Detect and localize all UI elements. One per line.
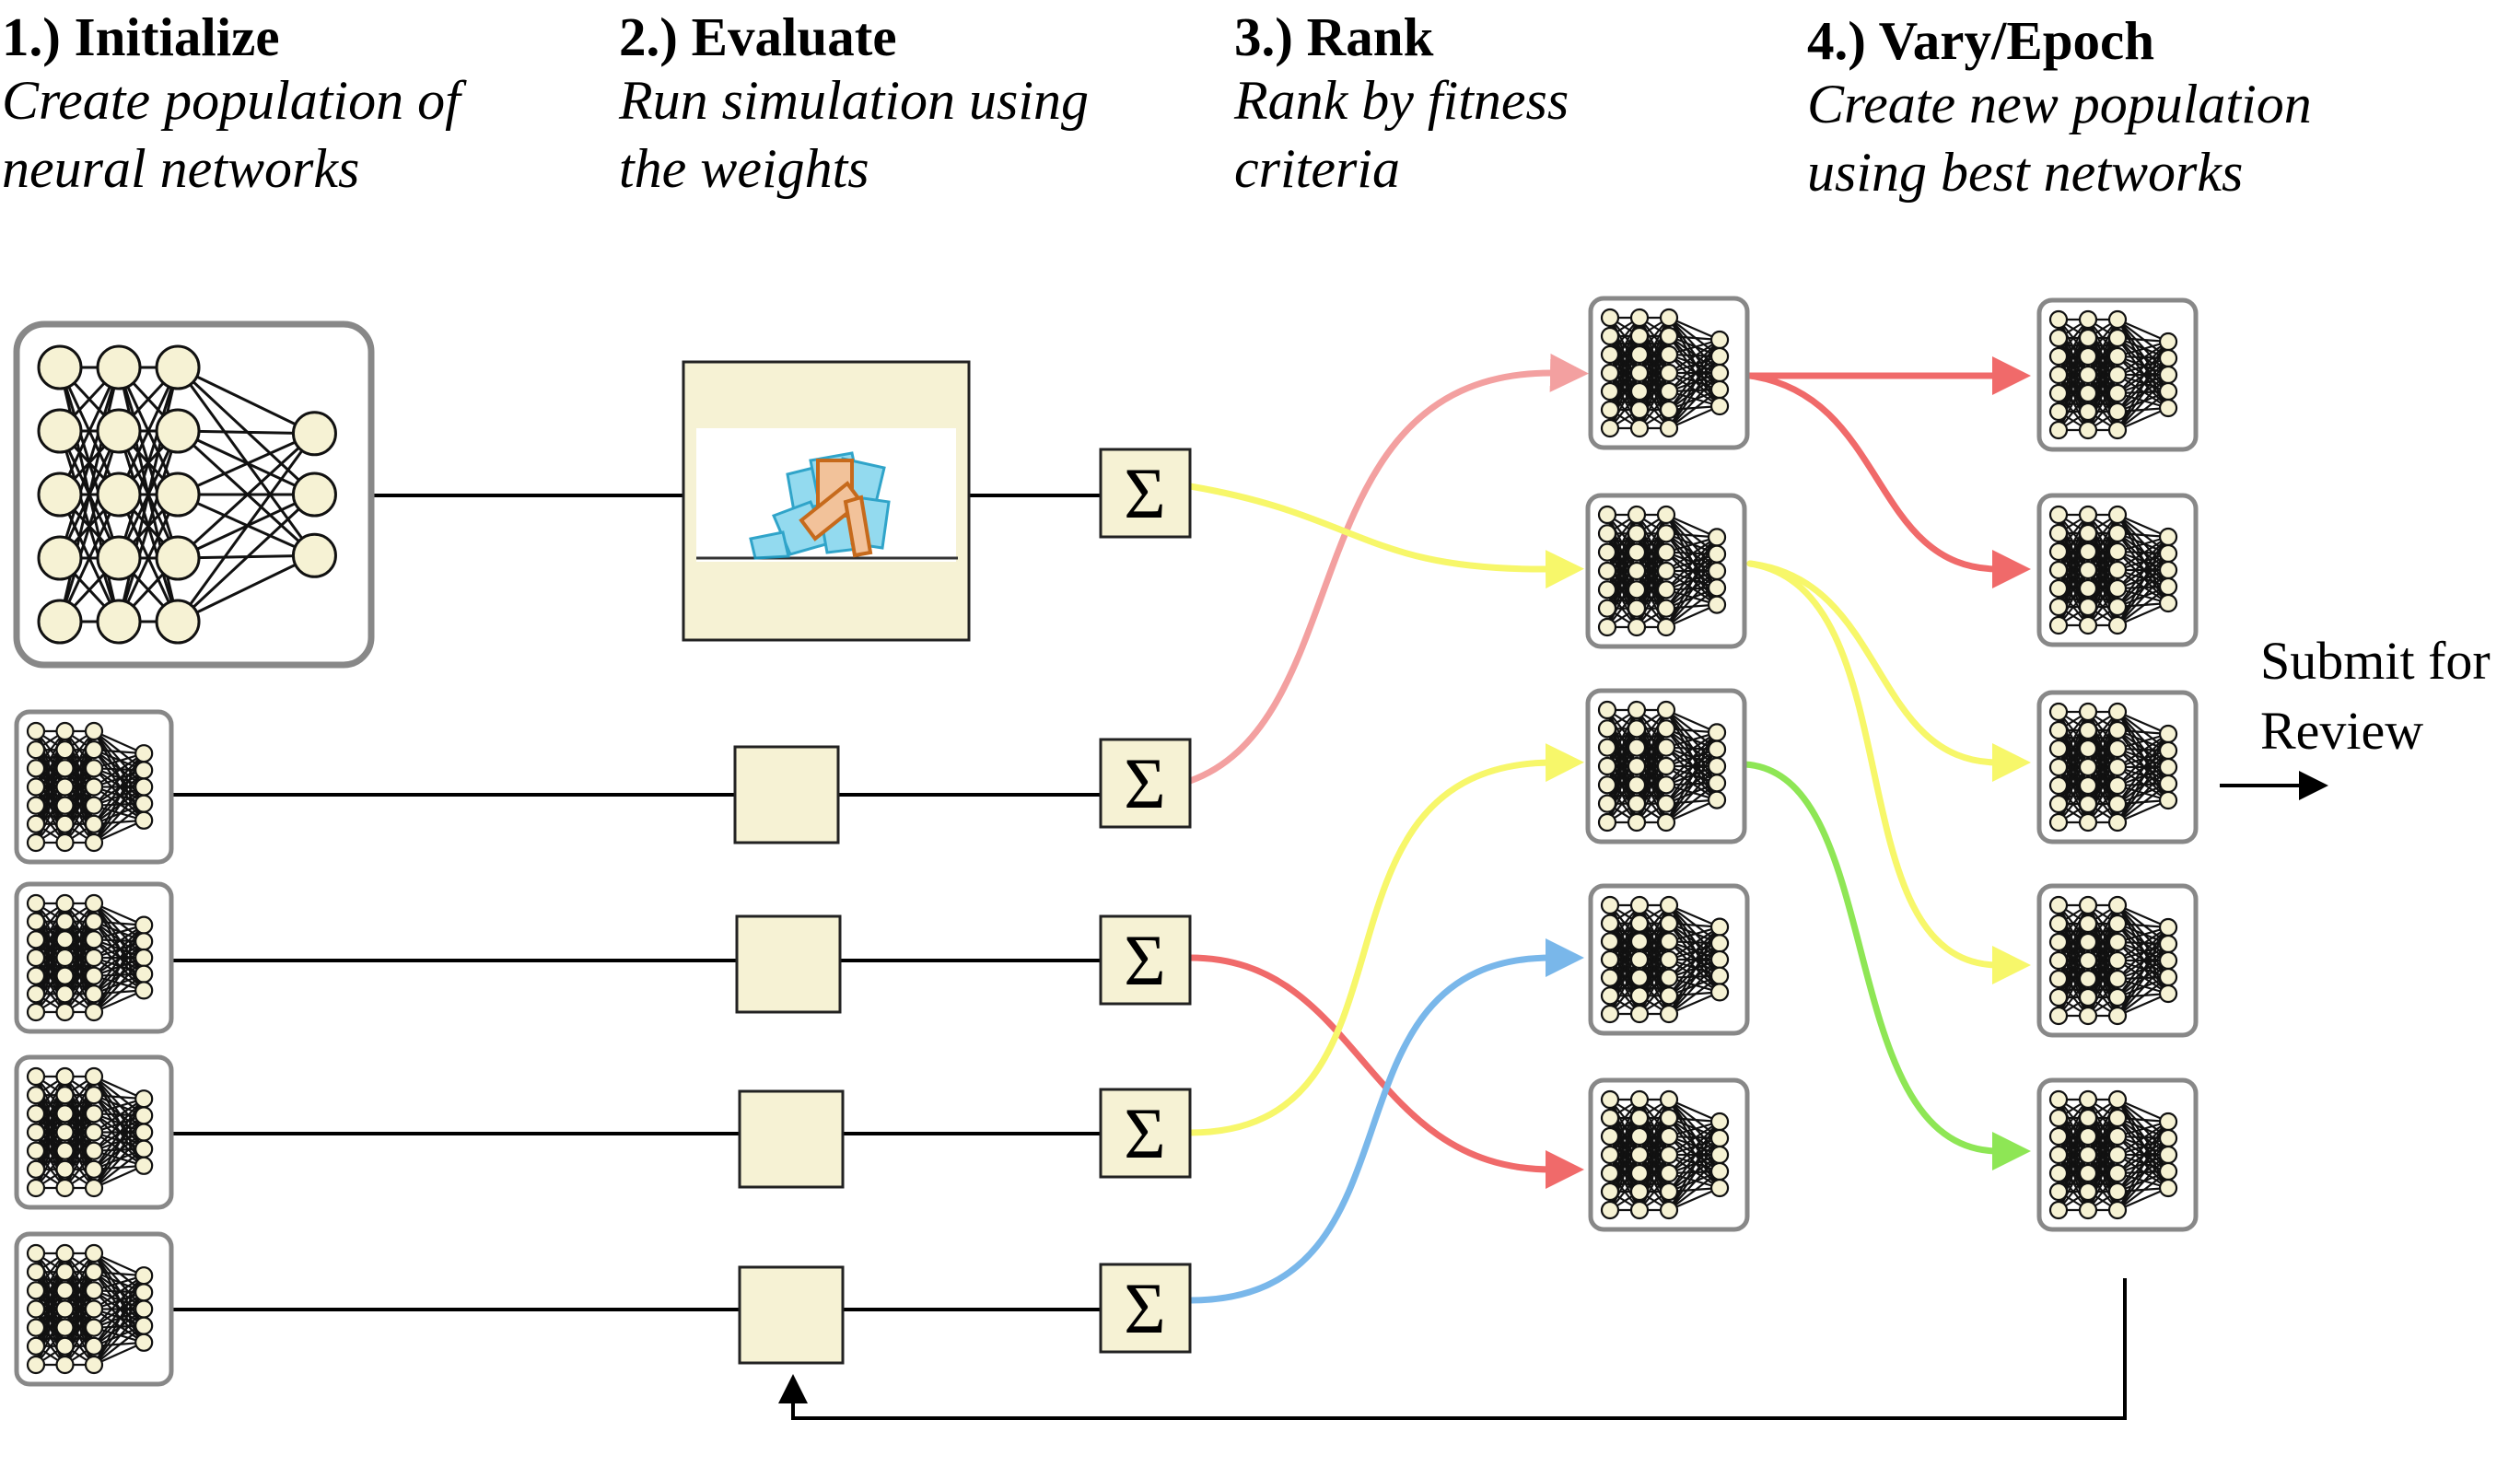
- pipeline-lines: [171, 494, 1101, 1311]
- network-icons: [13, 296, 2199, 1387]
- neural-network-icon: [14, 709, 174, 865]
- sigma-sum-icon: Σ: [1099, 738, 1192, 829]
- neural-network-icon: [1585, 493, 1747, 649]
- evaluation-box: [738, 1265, 845, 1365]
- curve-green: [1742, 761, 2031, 1170]
- step-description: Run simulation using the weights: [619, 70, 1090, 199]
- neural-network-icon: [13, 320, 375, 669]
- curve-blue: [1186, 938, 1584, 1304]
- simulation-thumbnail: [696, 428, 958, 562]
- ranking-curves: [1186, 353, 2031, 1304]
- neural-network-icon: [1588, 296, 1750, 450]
- curve-red-2: [1746, 372, 2031, 588]
- sigma-symbol: Σ: [1124, 1268, 1165, 1348]
- step-description: Rank by fitness criteria: [1234, 70, 1569, 199]
- neural-network-icon: [2036, 1077, 2199, 1232]
- step-title: 2.) Evaluate: [619, 6, 897, 67]
- step-title: 1.) Initialize: [2, 6, 280, 67]
- sigma-sum-icon: Σ: [1099, 1263, 1192, 1354]
- curve-yellow-2: [1746, 560, 2031, 984]
- curve-yellow-mid: [1186, 743, 1584, 1136]
- sigma-sum-icon: Σ: [1099, 1088, 1192, 1179]
- step-title: 4.) Vary/Epoch: [1807, 10, 2155, 71]
- step-vary-epoch: 4.) Vary/Epoch Create new population usi…: [1807, 11, 2312, 206]
- step-rank: 3.) Rank Rank by fitness criteria: [1234, 7, 1569, 203]
- submit-for-review-label: Submit for Review: [2260, 631, 2491, 761]
- evaluation-box: [733, 745, 840, 844]
- step-title: 3.) Rank: [1234, 6, 1434, 67]
- neural-network-icon: [2036, 883, 2199, 1038]
- neural-network-icon: [14, 1231, 174, 1387]
- curve-yellow-top: [1186, 483, 1584, 589]
- curve-pink: [1186, 353, 1589, 785]
- neural-network-icon: [1588, 1077, 1750, 1232]
- step-initialize: 1.) Initialize Create population of neur…: [2, 7, 461, 203]
- sigma-symbol: Σ: [1124, 920, 1165, 1000]
- neural-network-icon: [2036, 690, 2199, 844]
- sigma-sum-icon: Σ: [1099, 914, 1192, 1006]
- curve-yellow-1: [1746, 560, 2031, 782]
- sigma-sum-icon: Σ: [1099, 448, 1192, 539]
- neural-network-icon: [1585, 688, 1747, 844]
- neural-network-icon: [14, 881, 174, 1034]
- curve-red-mid: [1186, 954, 1584, 1189]
- step-description: Create population of neural networks: [2, 70, 461, 199]
- step-description: Create new population using best network…: [1807, 74, 2312, 203]
- neural-network-icon: [14, 1054, 174, 1210]
- sigma-column: Σ Σ Σ Σ Σ: [1099, 448, 1192, 1354]
- neural-network-icon: [2036, 297, 2199, 452]
- neural-network-icon: [1588, 883, 1750, 1036]
- sigma-symbol: Σ: [1124, 453, 1165, 533]
- sigma-symbol: Σ: [1124, 743, 1165, 823]
- feedback-loop-arrow: [778, 1278, 2127, 1420]
- sigma-symbol: Σ: [1124, 1093, 1165, 1173]
- neural-network-icon: [2036, 493, 2199, 647]
- step-evaluate: 2.) Evaluate Run simulation using the we…: [619, 7, 1089, 203]
- evaluation-box: [735, 914, 842, 1014]
- evaluation-box: [738, 1089, 845, 1189]
